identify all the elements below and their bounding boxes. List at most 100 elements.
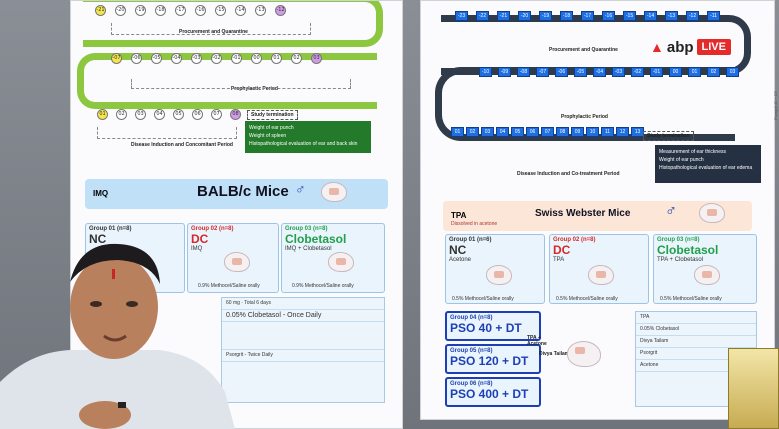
channel-logo: ▲ abp LIVE	[650, 36, 731, 58]
day-box: -09	[498, 67, 511, 77]
day-node: -19	[135, 5, 146, 16]
balbc-group-3: Group 03 (n=8) Clobetasol IMQ + Clobetas…	[281, 223, 385, 293]
treatment-row: Divya Tailam	[636, 336, 756, 348]
pso-group-6: Group 06 (n=8) PSO 400 + DT	[445, 377, 541, 407]
day-node: -21	[95, 5, 106, 16]
endpoint-2: Weight of spleen	[249, 133, 287, 139]
logo-name: abp	[666, 38, 694, 56]
day-box: 06	[526, 127, 539, 137]
day-box: 05	[511, 127, 524, 137]
day-box: -01	[650, 67, 663, 77]
mouse-illustration	[224, 252, 250, 272]
group-note: TPA	[553, 257, 565, 263]
presenter-figure	[0, 243, 235, 429]
pso-group-4: Group 04 (n=8) PSO 40 + DT	[445, 311, 541, 341]
day-box: -22	[476, 11, 489, 21]
presenter-video	[0, 232, 235, 429]
day-node: 08	[230, 109, 241, 120]
group-formula: 0.9% Methocel/Saline orally	[292, 283, 354, 289]
mouse-illustration	[694, 265, 720, 285]
treatment-row: 0.05% Clobetasol	[636, 324, 756, 336]
group-label: Group 03 (n=8)	[285, 226, 328, 232]
treatment-row: 60 mg · Total 6 days	[222, 298, 384, 310]
day-box: -07	[536, 67, 549, 77]
day-node: -15	[215, 5, 226, 16]
swiss-header: TPA Swiss Webster Mice Dissolved in acet…	[443, 201, 752, 231]
day-node: 01	[271, 53, 282, 64]
day-node: -20	[115, 5, 126, 16]
day-node: -13	[255, 5, 266, 16]
day-node: -12	[275, 5, 286, 16]
day-node: 01	[97, 109, 108, 120]
group-label: Group 02 (n=8)	[191, 226, 234, 232]
group-formula: 0.9% Methocel/Saline orally	[198, 283, 260, 289]
group-label: Group 01 (n=8)	[89, 226, 132, 232]
group-label: Group 06 (n=8)	[450, 381, 493, 387]
group-name: PSO 40 + DT	[450, 321, 522, 335]
day-box: -12	[686, 11, 699, 21]
mouse-illustration	[588, 265, 614, 285]
mouse-illustration	[486, 265, 512, 285]
day-box: -04	[593, 67, 606, 77]
mouse-illustration	[321, 182, 347, 202]
day-node: 04	[154, 109, 165, 120]
day-box: -06	[555, 67, 568, 77]
swiss-group-1: Group 01 (n=6) NC Acetone 0.5% Methocel/…	[445, 234, 545, 304]
day-node: 00	[251, 53, 262, 64]
day-node: -07	[111, 53, 122, 64]
day-box: -16	[602, 11, 615, 21]
disease-induction-label: Disease Induction and Co-treatment Perio…	[517, 171, 620, 177]
procurement-bracket	[111, 23, 311, 35]
balbc-group-2: Group 02 (n=8) DC IMQ 0.9% Methocel/Sali…	[187, 223, 279, 293]
group-label: Group 03 (n=8)	[657, 237, 700, 243]
group-note: Acetone	[449, 257, 472, 263]
balbc-header: IMQ BALB/c Mice ♂	[85, 179, 388, 209]
day-node: -01	[231, 53, 242, 64]
group-name: NC	[89, 232, 107, 246]
day-node: 02	[291, 53, 302, 64]
mouse-illustration	[567, 341, 601, 367]
group-name: PSO 120 + DT	[450, 354, 529, 368]
day-box: -23	[455, 11, 468, 21]
endpoint-2: Weight of ear punch	[659, 157, 704, 163]
study-termination-label: Study termination	[247, 110, 298, 120]
procurement-label: Procurement and Quarantine	[549, 47, 618, 53]
day-box: -15	[623, 11, 636, 21]
day-box: -20	[518, 11, 531, 21]
day-box: -21	[497, 11, 510, 21]
day-box: -17	[581, 11, 594, 21]
disease-bracket	[97, 127, 237, 139]
day-box: -18	[560, 11, 573, 21]
group-note: TPA + Clobetasol	[657, 257, 704, 263]
group-label: Group 01 (n=6)	[449, 237, 492, 243]
day-node: -06	[131, 53, 142, 64]
day-box: -05	[574, 67, 587, 77]
group-name: Clobetasol	[285, 232, 347, 246]
balbc-title: BALB/c Mice	[197, 183, 289, 200]
treatment-row	[222, 322, 384, 350]
day-node: -04	[171, 53, 182, 64]
endpoint-1: Weight of ear punch	[249, 125, 294, 131]
day-node: -18	[155, 5, 166, 16]
dark-timeline-track-lower	[435, 67, 735, 141]
swiss-group-2: Group 02 (n=8) DC TPA 0.5% Methocel/Sali…	[549, 234, 649, 304]
disease-induction-label: Disease Induction and Concomitant Period	[131, 142, 233, 148]
prophylactic-bracket	[131, 79, 351, 89]
balbc-treatment-table: 60 mg · Total 6 days 0.05% Clobetasol - …	[221, 297, 385, 403]
swiss-group-3: Group 03 (n=8) Clobetasol TPA + Clobetas…	[653, 234, 757, 304]
live-badge: LIVE	[696, 39, 731, 55]
green-timeline-track-lower	[77, 53, 377, 109]
group-formula: 0.5% Methocel/Saline orally	[660, 296, 722, 302]
endpoint-3: Histopathological evaluation of ear and …	[249, 141, 358, 147]
treatment-row: Acetone	[636, 360, 756, 372]
day-node: 03	[135, 109, 146, 120]
mouse-illustration	[328, 252, 354, 272]
group-name: NC	[449, 243, 467, 257]
day-box: -13	[665, 11, 678, 21]
treatment-row: Psorgrit - Twice Daily	[222, 350, 384, 362]
day-node: -17	[175, 5, 186, 16]
green-timeline-track	[83, 1, 383, 47]
abp-logo-icon: ▲	[650, 39, 664, 55]
day-node: 03	[311, 53, 322, 64]
